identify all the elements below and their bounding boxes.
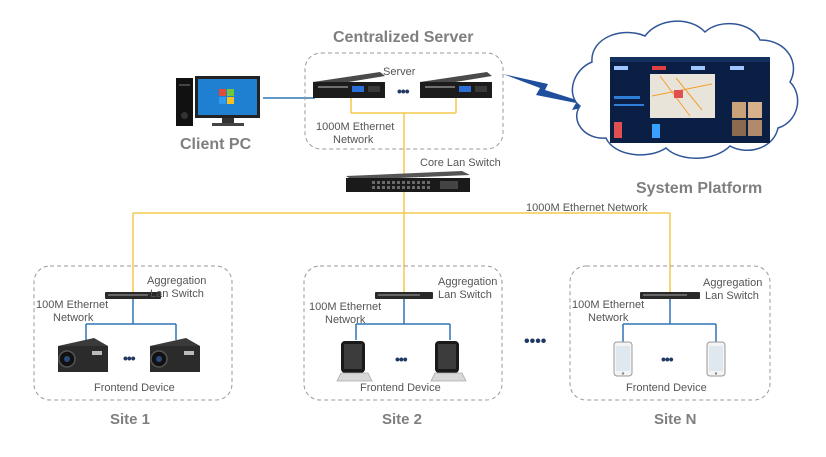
server-bus	[350, 98, 457, 114]
server-network-label-line1: 1000M Ethernet	[316, 121, 395, 133]
site-n-network-label-line2: Network	[588, 312, 629, 324]
site-n-network-label-line1: 100M Ethernet	[572, 299, 645, 311]
backbone-network-label: 1000M Ethernet Network	[526, 202, 648, 214]
site-2-aggregation-label-line1: Aggregation	[438, 276, 498, 288]
site-n-aggregation-switch	[640, 292, 700, 299]
site-2-name: Site 2	[382, 411, 423, 428]
site-1-aggregation-label-line2: Lan Switch	[150, 288, 204, 300]
site-1-device-dots: •••	[123, 350, 136, 366]
site-2-network-label-line1: 100M Ethernet	[309, 301, 382, 313]
lightning-bolt-icon	[503, 74, 592, 110]
site-n-device-label: Frontend Device	[626, 382, 707, 394]
site-n-device-dots: •••	[661, 351, 674, 367]
site-2-box	[303, 265, 503, 401]
site-n-name: Site N	[654, 411, 697, 428]
server-rack-1	[313, 72, 385, 98]
site-1-aggregation-switch	[105, 292, 161, 299]
client-pc-label: Client PC	[180, 136, 252, 153]
site-n-phone-right	[706, 341, 726, 377]
site-n-aggregation-label-line2: Lan Switch	[705, 290, 759, 302]
dashboard-screenshot	[610, 57, 770, 143]
server-network-label-line2: Network	[333, 134, 374, 146]
system-platform-label: System Platform	[636, 180, 763, 197]
site-n-aggregation-label-line1: Aggregation	[703, 277, 763, 289]
site-2-network-label-line2: Network	[325, 314, 366, 326]
site-2-aggregation-switch	[375, 292, 433, 299]
site-2-device-label: Frontend Device	[360, 382, 441, 394]
backbone-lines	[132, 113, 671, 293]
site-1-box	[33, 265, 233, 401]
site-1-aggregation-label-line1: Aggregation	[147, 275, 207, 287]
site-n-phone-left	[613, 341, 633, 377]
site-2-tablet-left	[336, 341, 373, 382]
centralized-server-title: Centralized Server	[333, 29, 474, 46]
site-1-device-label: Frontend Device	[94, 382, 175, 394]
server-label: Server	[383, 66, 416, 78]
site-1-camera-left	[58, 338, 108, 372]
client-pc-graphic	[176, 76, 260, 126]
site-1-network-label-line1: 100M Ethernet	[36, 299, 109, 311]
core-switch-label: Core Lan Switch	[420, 157, 501, 169]
server-dots: •••	[397, 83, 410, 99]
site-2-tablet-right	[430, 341, 467, 382]
site-n-box	[569, 265, 771, 401]
server-rack-2	[420, 72, 492, 98]
site-1-name: Site 1	[110, 411, 151, 428]
between-sites-dots: ••••	[524, 333, 547, 350]
access-lines	[85, 299, 717, 342]
site-1-camera-right	[150, 338, 200, 372]
site-1-network-label-line2: Network	[53, 312, 94, 324]
site-2-aggregation-label-line2: Lan Switch	[438, 289, 492, 301]
core-switch-graphic	[346, 171, 470, 192]
site-2-device-dots: •••	[395, 351, 408, 367]
